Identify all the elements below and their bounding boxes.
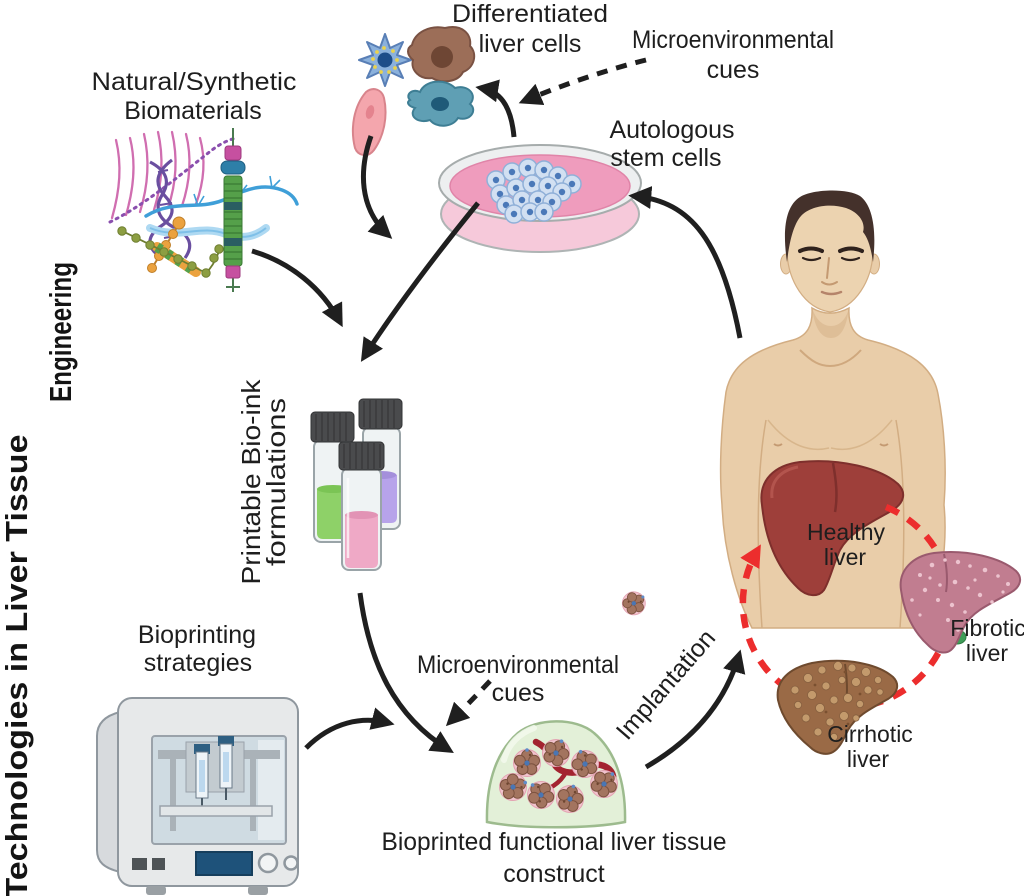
label-micro-cues-top-line2: cues	[707, 56, 760, 84]
label-healthy-liver-line1: Healthy	[807, 519, 885, 545]
label-biomaterials-line2: Biomaterials	[124, 97, 262, 125]
label-fibrotic-liver-line1: Fibrotic	[950, 615, 1024, 641]
endothelial-cell-icon	[351, 88, 387, 156]
stellate-cell-granules	[371, 46, 399, 74]
label-micro-cues-mid-line2: cues	[492, 679, 545, 707]
label-cirrhotic-liver-line1: Cirrhotic	[827, 721, 913, 747]
printer-knob-small	[283, 855, 299, 871]
vial-pink	[338, 441, 385, 571]
peptide-rod-icon	[220, 128, 246, 292]
label-implantation: Implantation	[611, 624, 721, 745]
label-strategies-line2: strategies	[144, 649, 252, 677]
arrow-implantation	[644, 649, 746, 770]
hyaluronic-ribbon-icon	[146, 224, 270, 241]
figure-title-line1: Bioprinting Technologies in Liver Tissue	[0, 435, 34, 896]
label-fibrotic-liver-line2: liver	[966, 640, 1009, 666]
arrow-stemcells-to-cells	[475, 79, 517, 138]
label-differentiated-line2: liver cells	[479, 30, 582, 58]
construct-illustration	[485, 586, 652, 829]
biomaterials-illustration	[108, 128, 299, 292]
label-differentiated-line1: Differentiated	[452, 0, 608, 28]
printer-button	[152, 858, 165, 870]
arrow-bioink-to-construct	[357, 592, 454, 754]
arrow-printer-to-construct	[304, 707, 395, 750]
label-bioink-line2: formulations	[261, 398, 291, 566]
polymer-strand-icon	[108, 136, 238, 224]
arrow-body-to-stemcells	[628, 186, 743, 339]
face-features	[798, 246, 864, 296]
label-construct-line1: Bioprinted functional liver tissue	[382, 828, 727, 856]
arrow-cues-to-cells	[518, 57, 647, 105]
printer-button	[132, 858, 147, 870]
bioink-vials-illustration	[310, 398, 403, 571]
label-autologous-line2: stem cells	[610, 144, 721, 172]
cirrhotic-liver-illustration	[776, 659, 899, 755]
figure-title-line2: Engineering	[43, 262, 78, 402]
branched-polymer-icon	[144, 175, 299, 218]
cirrhotic-nodules	[790, 661, 884, 742]
differentiated-cells-illustration	[351, 26, 476, 156]
label-bioink-line1: Printable Bio-ink	[236, 378, 266, 584]
label-cirrhotic-liver-line2: liver	[847, 746, 890, 772]
label-autologous-line1: Autologous	[609, 116, 734, 144]
syringe-icons	[194, 736, 234, 812]
arrow-cues-to-construct	[445, 679, 492, 727]
polysaccharide-chain-icon	[117, 226, 224, 278]
petri-dish-illustration	[438, 144, 642, 253]
healthy-liver-illustration	[760, 460, 905, 596]
printer-screen	[195, 851, 253, 876]
label-micro-cues-mid-line1: Microenvironmental	[417, 651, 619, 679]
label-micro-cues-top-line1: Microenvironmental	[632, 26, 834, 54]
label-healthy-liver-line2: liver	[824, 544, 867, 570]
fibrotic-liver-illustration	[899, 551, 1022, 654]
arrow-cells-to-bioink	[360, 135, 393, 239]
human-body-illustration	[719, 190, 946, 629]
label-biomaterials-line1: Natural/Synthetic	[92, 68, 297, 96]
arrow-biomaterials-to-bioink	[251, 248, 343, 328]
arrow-stemcells-to-bioink	[360, 201, 480, 362]
hair	[784, 190, 875, 262]
fibrotic-speckles	[910, 558, 1010, 632]
label-construct-line2: construct	[503, 860, 604, 888]
bioprinter-illustration	[96, 697, 299, 895]
label-strategies-line1: Bioprinting	[138, 621, 256, 649]
printer-knob	[257, 852, 279, 874]
